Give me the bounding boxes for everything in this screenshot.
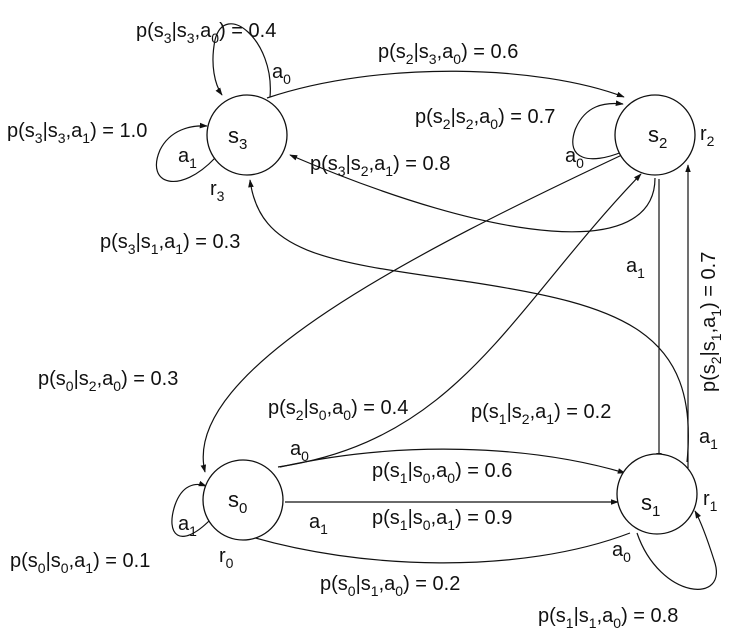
action-s0-a1: a1 — [309, 511, 328, 537]
prob-label: p(s0|s2,a0) = 0.3 — [38, 368, 178, 394]
state-s1-label: s1 — [641, 490, 660, 520]
action-s3-a0: a0 — [272, 61, 291, 87]
edge-s2-s3-a1 — [289, 154, 656, 233]
state-s0-circle — [202, 459, 284, 541]
prob-label: p(s3|s3,a1) = 1.0 — [7, 120, 147, 146]
edge-s1-s0-a0 — [244, 532, 631, 564]
state-s0-label: s0 — [228, 487, 247, 517]
edge-s3-self-a1 — [155, 122, 216, 182]
prob-label: p(s3|s2,a1) = 0.8 — [310, 153, 450, 179]
state-s3-label: s3 — [228, 123, 247, 153]
prob-label: p(s2|s2,a0) = 0.7 — [415, 106, 555, 132]
state-s1: s1 — [616, 453, 698, 535]
prob-label: p(s1|s1,a0) = 0.8 — [538, 605, 678, 631]
edge-s3-self-a0 — [212, 23, 271, 98]
state-s0: s0 — [202, 459, 284, 541]
state-s1-circle — [616, 453, 698, 535]
state-s3: s3 — [206, 94, 288, 176]
prob-label: p(s2|s3,a0) = 0.6 — [378, 41, 518, 67]
prob-label: p(s0|s0,a1) = 0.1 — [10, 550, 150, 576]
action-s1-a1: a1 — [699, 426, 718, 452]
probability-labels: p(s3|s3,a0) = 0.4 p(s2|s3,a0) = 0.6 p(s3… — [7, 20, 724, 631]
action-s1-a0: a0 — [612, 539, 631, 565]
prob-label: p(s1|s0,a1) = 0.9 — [372, 507, 512, 533]
reward-r0: r0 — [219, 545, 234, 571]
edge-s1-s3-a1 — [248, 179, 689, 463]
edge-s2-s0-a0 — [200, 153, 625, 473]
action-s2-a0: a0 — [565, 145, 584, 171]
edge-s3-s2-a0 — [266, 70, 625, 99]
edge-s0-s1-a0 — [279, 448, 626, 474]
edge-s2-self-a0 — [572, 100, 624, 160]
prob-label: p(s3|s1,a1) = 0.3 — [100, 231, 240, 257]
action-s2-a1: a1 — [626, 255, 645, 281]
prob-label: p(s1|s0,a0) = 0.6 — [372, 460, 512, 486]
prob-label: p(s3|s3,a0) = 0.4 — [136, 20, 276, 46]
prob-label: p(s1|s2,a1) = 0.2 — [471, 401, 611, 427]
edges — [155, 23, 717, 590]
action-s0-a0: a0 — [290, 438, 309, 464]
action-s0-a1-self: a1 — [178, 513, 197, 539]
state-s2-label: s2 — [648, 122, 667, 152]
state-s3-circle — [206, 94, 288, 176]
edge-s1-self-a0 — [636, 510, 717, 590]
prob-label-vertical: p(s2|s1,a1) = 0.7 — [698, 252, 724, 392]
reward-r3: r3 — [210, 178, 225, 204]
edge-s0-self-a1 — [171, 480, 211, 537]
prob-label: p(s0|s1,a0) = 0.2 — [320, 573, 460, 599]
reward-r1: r1 — [703, 488, 718, 514]
edge-s0-s2-a0 — [277, 173, 642, 468]
prob-label: p(s2|s0,a0) = 0.4 — [268, 397, 408, 423]
action-s3-a1: a1 — [178, 145, 197, 171]
state-s2: s2 — [614, 94, 696, 176]
state-s2-circle — [614, 94, 696, 176]
reward-r2: r2 — [700, 123, 715, 149]
